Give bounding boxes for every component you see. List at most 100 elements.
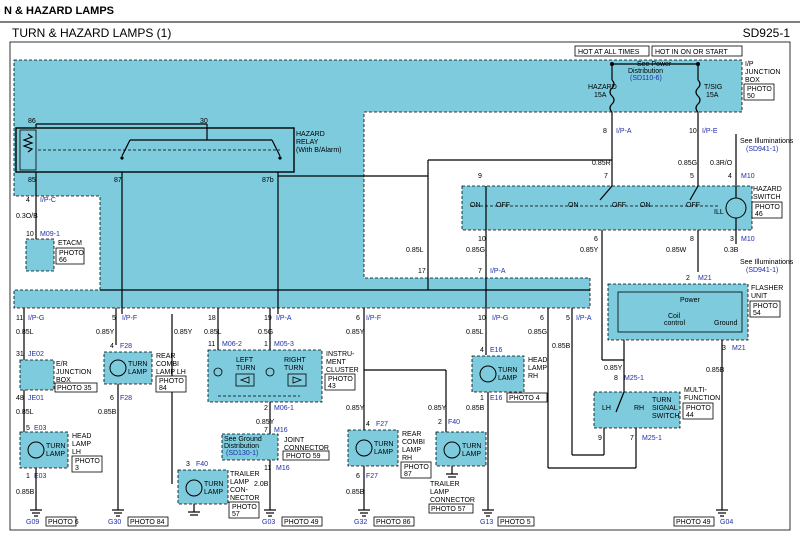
- wire-085y-mfs: 0.85Y: [604, 365, 623, 372]
- relay-pin-87: 87: [114, 177, 122, 184]
- cluster-right-turn: TURN: [284, 365, 303, 372]
- svg-text:10: 10: [478, 315, 486, 322]
- conn-e16-bot: E16: [490, 395, 503, 402]
- wire-085r: 0.85R: [592, 160, 611, 167]
- right-turn-indicator-icon: [265, 367, 275, 377]
- svg-text:5: 5: [566, 315, 570, 322]
- trailer-rh-l2: LAMP: [430, 489, 449, 496]
- wire-085y-3: 0.85Y: [346, 329, 365, 336]
- head-rh-lamp: LAMP: [498, 375, 517, 382]
- svg-text:6: 6: [110, 395, 114, 402]
- conn-ipa-1: I/P-A: [616, 128, 632, 135]
- svg-text:4: 4: [26, 197, 30, 204]
- trailer-lh-l1: TRAILER: [230, 471, 260, 478]
- multi-function-switch: [593, 391, 681, 429]
- ground-g09-photo: PHOTO 6: [48, 519, 79, 526]
- conn-m06-2: M06-2: [222, 341, 242, 348]
- svg-text:31: 31: [16, 351, 24, 358]
- cluster-l1: INSTRU-: [326, 351, 355, 358]
- svg-text:11: 11: [208, 341, 215, 348]
- joint-connector: [221, 433, 279, 461]
- head-lh-lamp: LAMP: [46, 451, 65, 458]
- head-lh-l3: LH: [72, 449, 81, 456]
- ejb-photo: PHOTO 35: [57, 385, 92, 392]
- conn-ipa-3: I/P-A: [276, 315, 292, 322]
- conn-f27-bot: F27: [366, 473, 378, 480]
- svg-text:8: 8: [690, 236, 694, 243]
- flasher-photo-num: 54: [753, 310, 761, 317]
- hs-photo: PHOTO: [755, 204, 780, 211]
- svg-text:10: 10: [478, 236, 486, 243]
- conn-m06-1: M06-1: [274, 405, 294, 412]
- wire-085b-cluster: 0.85Y: [256, 419, 275, 426]
- trailer-rh-l1: TRAILER: [430, 481, 460, 488]
- conn-e03-bot: E03: [34, 473, 47, 480]
- ipjb-photo-box: [743, 83, 775, 101]
- relay-label-2: RELAY: [296, 139, 319, 146]
- conn-ipa-2: I/P-A: [490, 268, 506, 275]
- cluster-photo: PHOTO: [328, 376, 353, 383]
- wire-085l-1: 0.85L: [16, 329, 34, 336]
- diagram-frame: [9, 41, 791, 531]
- svg-text:6: 6: [356, 315, 360, 322]
- svg-text:2: 2: [686, 275, 690, 282]
- fuse-hazard-amps: 15A: [594, 92, 607, 99]
- svg-text:48: 48: [16, 395, 24, 402]
- conn-m25-1-bot: M25-1: [642, 435, 662, 442]
- conn-m25-1-top: M25-1: [624, 375, 644, 382]
- hot-on-tag: [651, 45, 743, 57]
- rear-rh-bulb-icon: [355, 439, 373, 457]
- head-lh-l2: LAMP: [72, 441, 91, 448]
- svg-text:10: 10: [26, 231, 34, 238]
- instrument-cluster: [207, 349, 323, 403]
- conn-f40-rh: F40: [448, 419, 460, 426]
- mfs-lh: LH: [602, 405, 611, 412]
- ipjb-photo-num: 50: [747, 93, 755, 100]
- ipjb-label-2: JUNCTION: [745, 69, 780, 76]
- etacm-photo: PHOTO: [59, 250, 84, 257]
- cluster-left-turn: TURN: [236, 365, 255, 372]
- wire-085l-4: 0.85L: [16, 409, 34, 416]
- tsig-fuse: [695, 79, 701, 113]
- hs-ill: ILL: [714, 209, 724, 216]
- head-lh-photo: PHOTO: [75, 458, 100, 465]
- hazard-fuse: [609, 79, 615, 113]
- head-lh-l1: HEAD: [72, 433, 91, 440]
- ejb-label-3: BOX: [56, 377, 71, 384]
- wire-085g-2: 0.85G: [528, 329, 547, 336]
- ground-g13: [482, 509, 494, 517]
- svg-text:7: 7: [630, 435, 634, 442]
- wire-085w: 0.85W: [666, 247, 687, 254]
- conn-ipa-4: I/P-A: [576, 315, 592, 322]
- diagram-code: SD925-1: [743, 26, 791, 40]
- svg-text:9: 9: [598, 435, 602, 442]
- wire-20b: 2.0B: [254, 481, 269, 488]
- hs-off-3: OFF: [686, 202, 700, 209]
- svg-text:7: 7: [478, 268, 482, 275]
- rear-lh-l3: LAMP LH: [156, 369, 186, 376]
- ground-g32-label: G32: [354, 519, 367, 526]
- relay-label-1: HAZARD: [296, 131, 325, 138]
- trailer-lh-photo: PHOTO: [232, 504, 257, 511]
- trailer-lh-photo-num: 57: [232, 511, 240, 518]
- hs-on-2: ON: [568, 202, 579, 209]
- illum-ref-bot: (SD941-1): [746, 267, 778, 274]
- head-rh-l2: LAMP: [528, 365, 547, 372]
- wire-085b-g30: 0.85B: [98, 409, 117, 416]
- ground-g30-label: G30: [108, 519, 121, 526]
- svg-text:2: 2: [264, 405, 268, 412]
- hs-on-1: ON: [470, 202, 481, 209]
- svg-text:3: 3: [730, 236, 734, 243]
- svg-text:6: 6: [540, 315, 544, 322]
- ejb-label-1: E/R: [56, 361, 68, 368]
- left-arrow-icon: [239, 376, 250, 384]
- mfs-lever-icon: [615, 391, 625, 413]
- svg-text:19: 19: [264, 315, 272, 322]
- er-junction-box: [19, 359, 55, 391]
- hs-photo-num: 46: [755, 211, 763, 218]
- relay-pin-30: 30: [200, 118, 208, 125]
- svg-text:11: 11: [16, 315, 23, 322]
- mfs-l4: SIGNAL: [652, 405, 678, 412]
- wire-085y-trailer-rh: 0.85Y: [428, 405, 447, 412]
- hs-on-3: ON: [640, 202, 651, 209]
